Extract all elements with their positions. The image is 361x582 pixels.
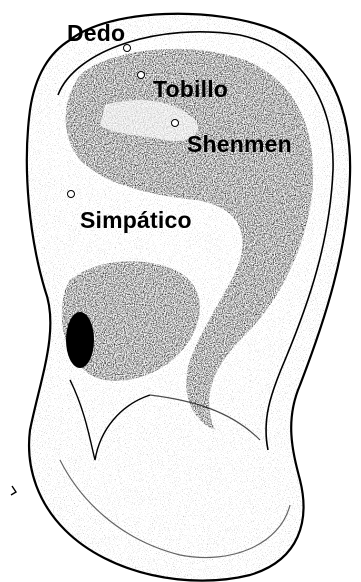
label-shenmen: Shenmen	[187, 133, 292, 156]
point-marker-shenmen	[171, 119, 179, 127]
label-tobillo: Tobillo	[153, 78, 228, 101]
point-marker-tobillo	[137, 71, 145, 79]
small-mark	[11, 486, 16, 495]
ear-canal	[66, 312, 94, 368]
label-simpatico: Simpático	[80, 209, 192, 232]
label-dedo: Dedo	[67, 22, 125, 45]
point-marker-simpatico	[67, 190, 75, 198]
